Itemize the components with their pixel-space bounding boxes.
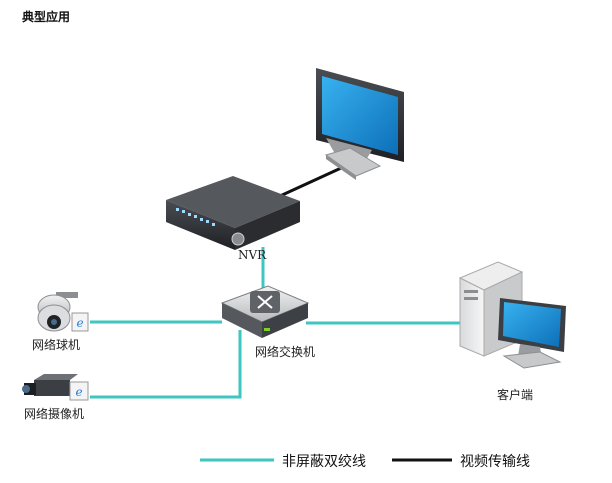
switch-label: 网络交换机 [255,345,316,359]
client-pc-icon [458,261,566,369]
link-box-switch [90,330,242,399]
monitor-icon [316,68,404,180]
legend-utp-label: 非屏蔽双绞线 [282,454,366,470]
client-label: 客户端 [497,388,534,402]
svg-text:e: e [76,316,83,330]
utp-links [90,247,460,399]
svg-text:e: e [75,385,82,399]
dome-camera-icon: e [37,292,89,332]
legend-video-label: 视频传输线 [460,454,530,470]
network-switch-icon [220,285,310,338]
diagram-title: 典型应用 [22,10,71,24]
dome-camera-label: 网络球机 [32,338,81,352]
nvr-label: NVR [238,248,267,262]
box-camera-icon: e [22,374,89,401]
box-camera-label: 网络摄像机 [24,407,85,421]
nvr-device-icon [166,176,300,250]
